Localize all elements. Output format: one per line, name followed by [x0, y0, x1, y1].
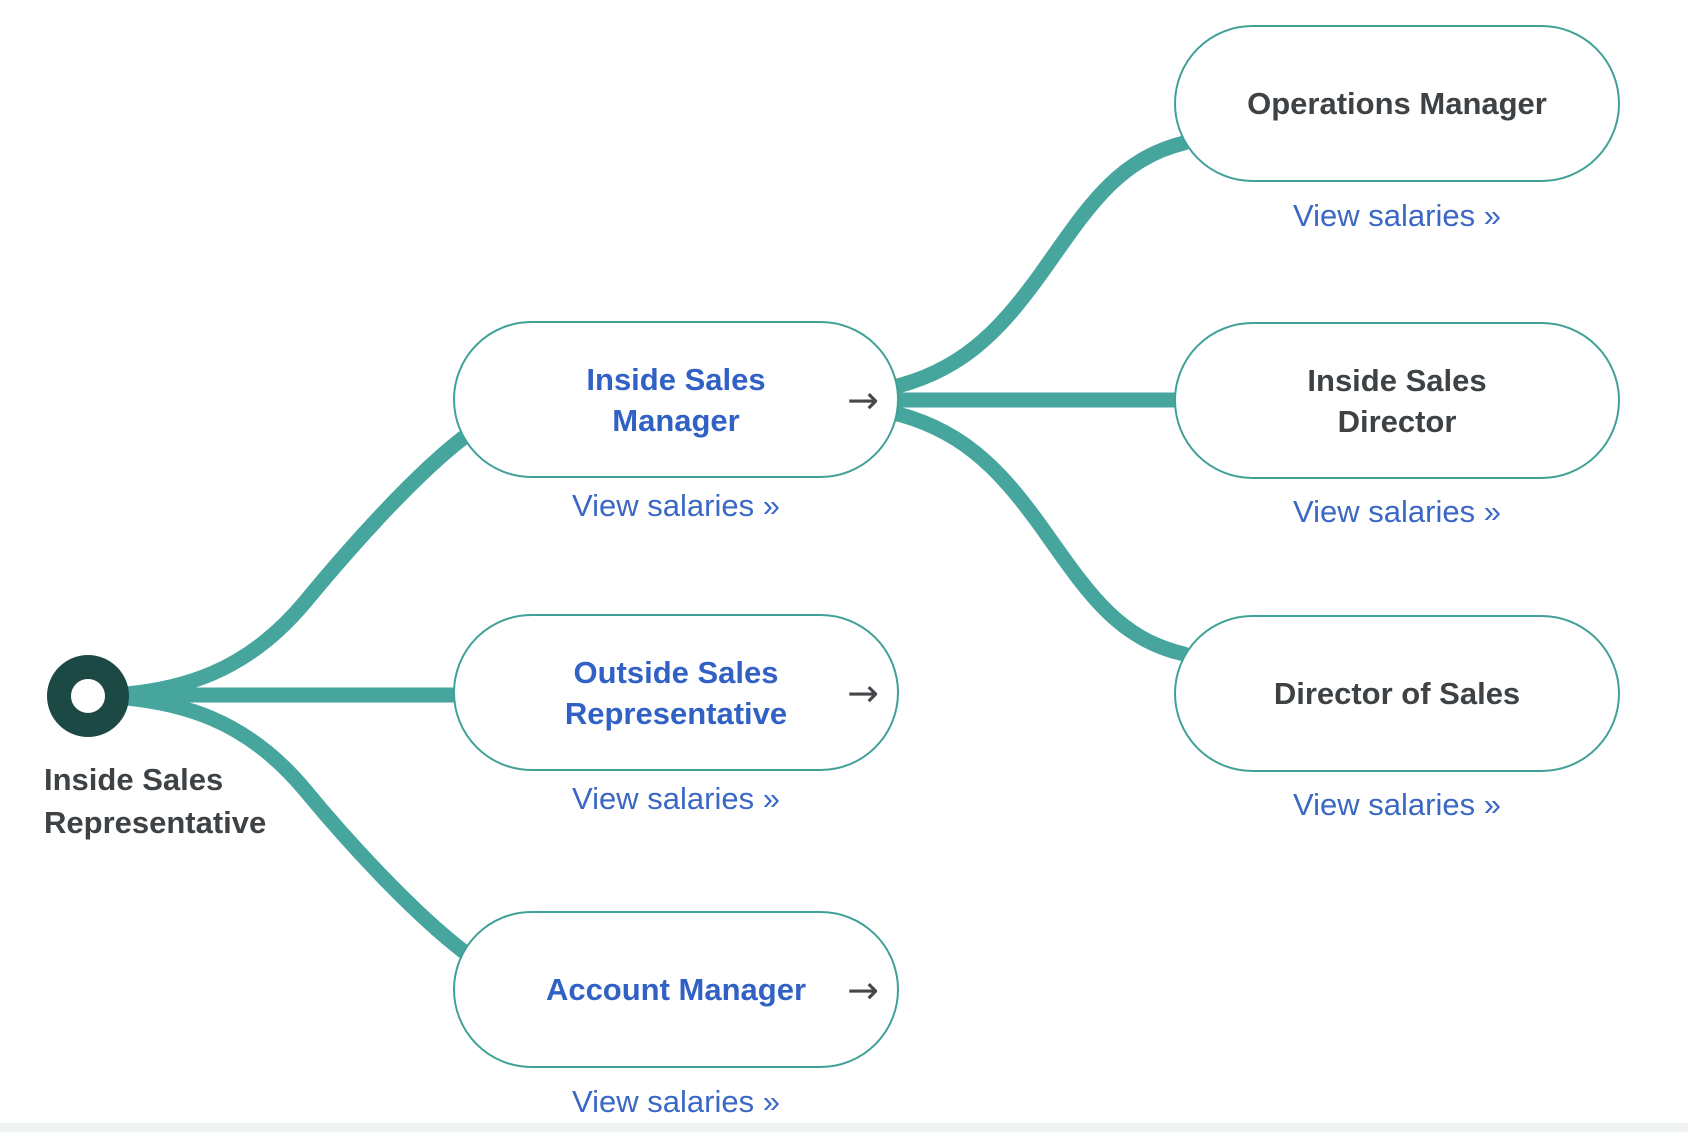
view-salaries-link-inside-sales-manager[interactable]: View salaries »	[572, 488, 780, 523]
node-label: Account Manager	[545, 972, 807, 1007]
edge-ism-to-operations-manager	[872, 135, 1192, 398]
edge-root-to-account-manager	[80, 688, 471, 959]
view-salaries-link-director-of-sales[interactable]: View salaries »	[1293, 787, 1501, 822]
node-label: Director of Sales	[1273, 676, 1521, 711]
node-label: Inside Sales Director	[1307, 362, 1487, 439]
node-label: Inside Sales Manager	[586, 361, 766, 438]
arrow-right-icon: →	[847, 377, 879, 422]
edge-ism-to-director-of-sales	[872, 402, 1192, 662]
node-label: Operations Manager	[1247, 86, 1547, 121]
edge-root-to-inside-sales-manager	[80, 430, 471, 704]
node-account-manager[interactable]: Account Manager →	[453, 911, 899, 1068]
node-outside-sales-representative[interactable]: Outside Sales Representative →	[453, 614, 899, 771]
node-operations-manager[interactable]: Operations Manager	[1174, 25, 1620, 182]
arrow-right-icon: →	[847, 967, 879, 1012]
root-node-dot	[47, 655, 129, 737]
node-inside-sales-manager[interactable]: Inside Sales Manager →	[453, 321, 899, 478]
view-salaries-link-inside-sales-director[interactable]: View salaries »	[1293, 494, 1501, 529]
node-inside-sales-director[interactable]: Inside Sales Director	[1174, 322, 1620, 479]
view-salaries-link-account-manager[interactable]: View salaries »	[572, 1084, 780, 1119]
node-director-of-sales[interactable]: Director of Sales	[1174, 615, 1620, 772]
bottom-edge-band	[0, 1123, 1688, 1132]
root-node-label: Inside Sales Representative	[44, 762, 267, 840]
arrow-right-icon: →	[847, 670, 879, 715]
node-label: Outside Sales Representative	[564, 654, 788, 731]
view-salaries-link-operations-manager[interactable]: View salaries »	[1293, 198, 1501, 233]
view-salaries-link-outside-sales-representative[interactable]: View salaries »	[572, 781, 780, 816]
